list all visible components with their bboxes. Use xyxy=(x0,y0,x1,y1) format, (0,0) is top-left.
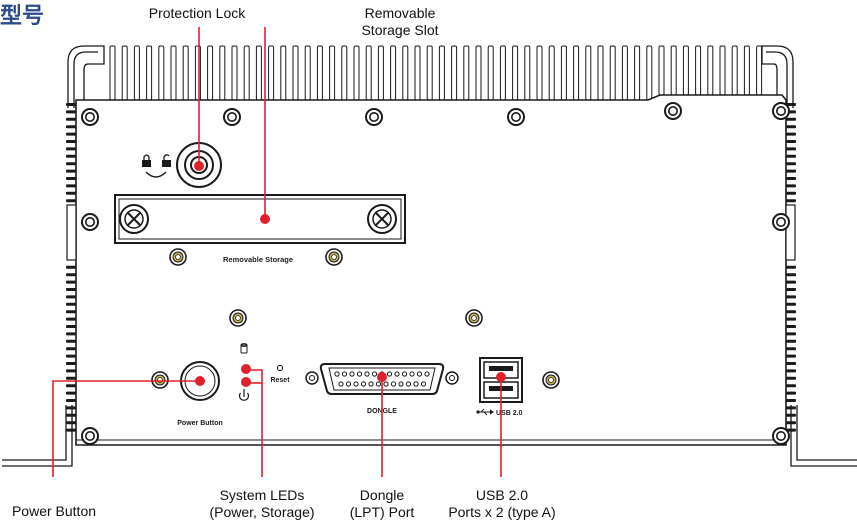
callout-power-button-text: Power Button xyxy=(11,503,97,519)
marker-usb-ports xyxy=(496,372,506,382)
callout-dongle-line2: (LPT) Port xyxy=(349,504,415,520)
tray-thumbscrew-left xyxy=(119,204,149,234)
corner-hook-right xyxy=(761,45,794,108)
callout-usb-ports: USB 2.0 Ports x 2 (type A) xyxy=(448,487,555,521)
panel-screws xyxy=(81,102,790,445)
callout-system-leds-line1: System LEDs xyxy=(219,487,305,503)
power-button-panel-label: Power Button xyxy=(177,420,223,427)
callout-usb-line2: Ports x 2 (type A) xyxy=(448,504,556,520)
side-latch-right xyxy=(785,204,796,261)
corner-hook-left xyxy=(67,45,105,108)
usb-symbol-icon xyxy=(476,408,494,416)
removable-storage-tray xyxy=(114,194,406,244)
callout-protection-lock: Protection Lock xyxy=(149,5,246,22)
side-latch-left xyxy=(66,204,77,261)
reset-button xyxy=(276,364,284,372)
reset-panel-label: Reset xyxy=(270,377,290,384)
callout-removable-storage-line2: Storage Slot xyxy=(361,22,439,38)
callout-power-button: Power Button xyxy=(12,503,96,520)
marker-dongle-port xyxy=(377,372,387,382)
callout-system-leds-line2: (Power, Storage) xyxy=(209,504,315,520)
usb-panel-label: USB 2.0 xyxy=(496,410,523,417)
marker-power-button xyxy=(195,376,205,386)
marker-power-led xyxy=(241,377,251,387)
storage-led-icon xyxy=(240,343,248,354)
marker-storage-led xyxy=(241,364,251,374)
lock-unlock-icon xyxy=(142,154,171,178)
callout-removable-storage-slot: Removable Storage Slot xyxy=(361,5,438,39)
callout-protection-lock-text: Protection Lock xyxy=(148,5,246,21)
callout-usb-line1: USB 2.0 xyxy=(475,487,529,503)
marker-protection-lock xyxy=(194,161,204,171)
callout-system-leds: System LEDs (Power, Storage) xyxy=(209,487,314,521)
heatsink-fins xyxy=(109,45,763,101)
callout-dongle-line1: Dongle xyxy=(359,487,405,503)
tray-thumbscrew-right xyxy=(367,204,397,234)
model-heading: 型号 xyxy=(0,4,45,29)
removable-storage-panel-label: Removable Storage xyxy=(223,255,293,264)
callout-removable-storage-line1: Removable xyxy=(364,5,436,21)
power-led-icon xyxy=(238,389,250,401)
chassis-panel xyxy=(75,94,787,446)
callout-leader-lines xyxy=(52,27,502,477)
callout-markers xyxy=(194,161,506,387)
mounting-bracket-left xyxy=(2,405,73,467)
callout-dongle-port: Dongle (LPT) Port xyxy=(350,487,415,521)
mounting-bracket-right xyxy=(790,405,857,467)
side-vents-left xyxy=(66,103,76,432)
side-vents-right xyxy=(786,103,796,432)
marker-removable-storage xyxy=(260,214,270,224)
